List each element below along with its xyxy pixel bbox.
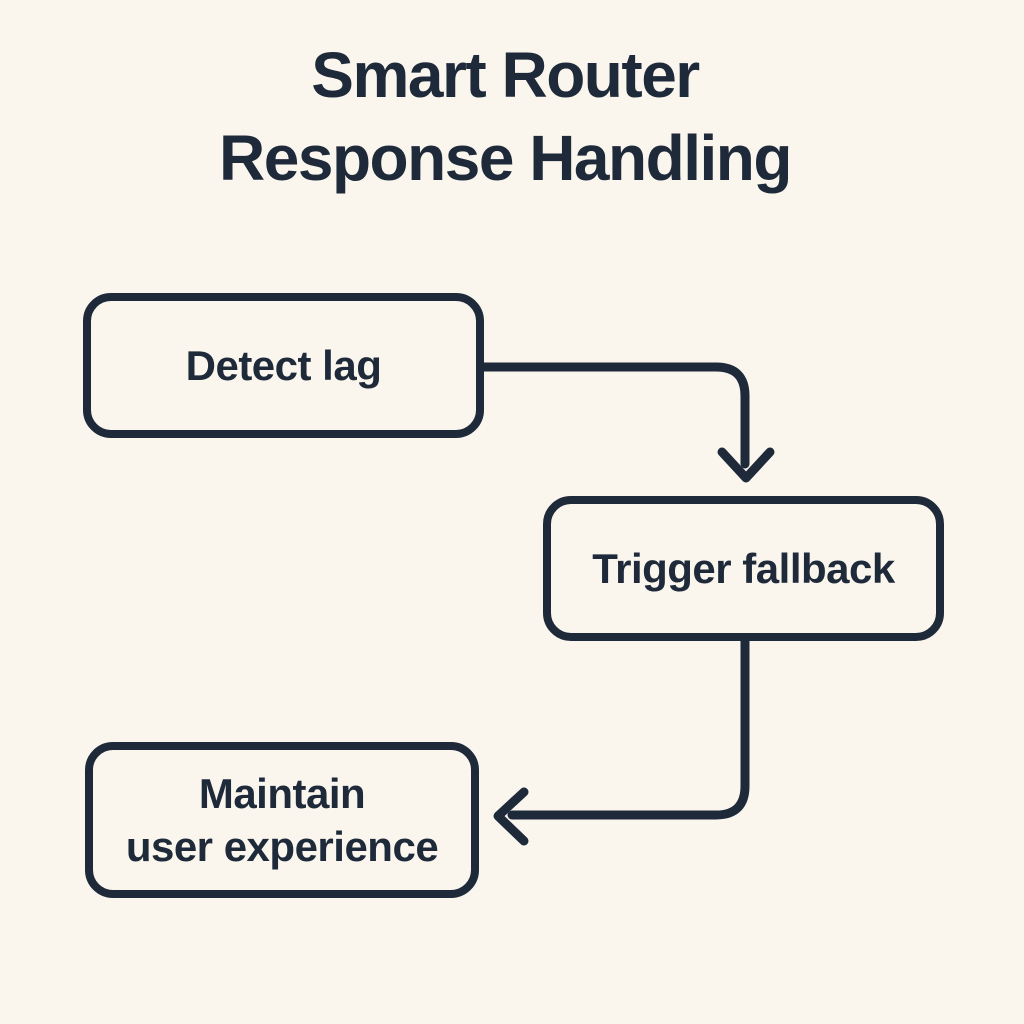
edge-detect-lag-to-trigger-fallback [479,362,750,469]
node-maintain-user-experience: Maintain user experience [85,742,479,898]
node-trigger-fallback-label: Trigger fallback [592,545,895,592]
node-detect-lag-label: Detect lag [185,342,382,389]
arrowhead-left-icon [493,787,529,846]
node-detect-lag: Detect lag [83,293,484,438]
node-trigger-fallback: Trigger fallback [543,496,944,641]
diagram-title: Smart Router Response Handling [219,39,792,194]
node-maintain-user-experience-label: Maintain user experience [125,770,439,870]
edge-trigger-fallback-to-maintain-user-experience [507,636,750,820]
arrowhead-down-icon [717,447,775,483]
